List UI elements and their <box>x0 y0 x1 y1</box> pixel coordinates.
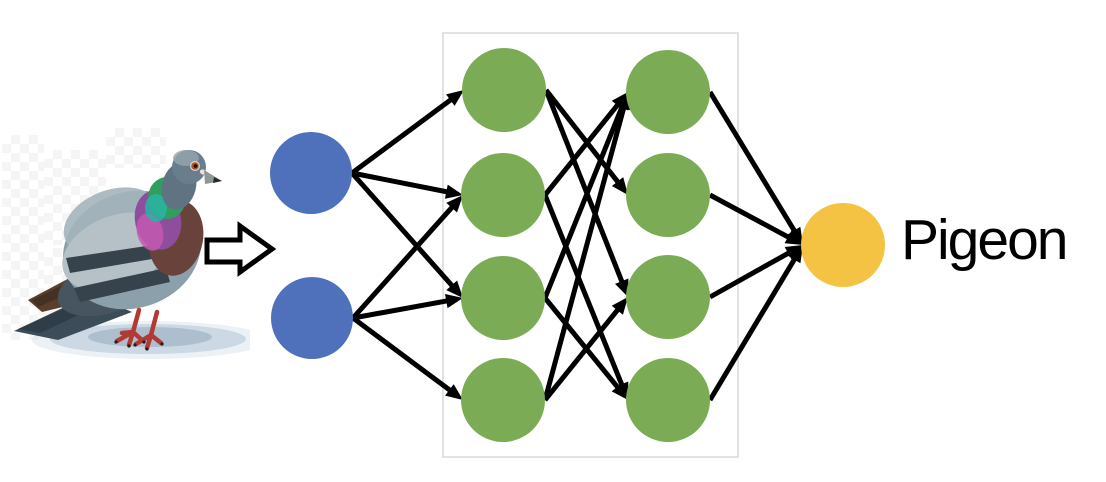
edge-arrowhead-h1_3-h2_4 <box>611 382 628 400</box>
edge-line-in2-h1_4 <box>351 315 456 396</box>
node-h1_2 <box>461 153 545 237</box>
edge-line-in2-h1_3 <box>352 297 453 321</box>
edge-arrowhead-in1-h1_3 <box>446 280 463 298</box>
node-in2 <box>271 277 353 359</box>
edge-line-h1_1-h2_3 <box>543 89 627 288</box>
pigeon-head <box>161 150 206 210</box>
node-h2_1 <box>626 50 710 134</box>
node-h2_3 <box>626 255 710 339</box>
edge-arrowhead-in2-h1_3 <box>444 293 463 309</box>
edge-line-in2-h1_2 <box>351 201 458 320</box>
edge-arrowhead-in1-h1_1 <box>446 90 464 106</box>
node-h2_4 <box>626 358 710 442</box>
pigeon-illustration <box>14 150 250 359</box>
edge-line-in1-h1_2 <box>351 170 453 196</box>
edge-line-h1_4-h2_1 <box>542 101 628 401</box>
edge-arrowhead-h1_1-h2_2 <box>611 177 628 195</box>
edge-line-h2_3-out <box>708 248 795 300</box>
output-class-label: Pigeon <box>901 208 1068 272</box>
edge-arrowhead-h2_4-out <box>788 245 803 264</box>
pigeon-eye <box>190 161 200 171</box>
node-h1_1 <box>462 48 546 132</box>
input-flow-arrow-icon <box>204 221 277 277</box>
pigeon-beak <box>199 169 222 184</box>
node-h2_2 <box>626 153 710 237</box>
edge-arrowhead-h1_4-h2_3 <box>611 297 628 315</box>
edge-arrowhead-in2-h1_2 <box>446 195 463 213</box>
pigeon-claws <box>114 340 164 351</box>
edge-line-h1_3-h2_4 <box>543 296 623 394</box>
transparency-checker <box>106 128 166 168</box>
edge-arrowhead-h2_2-out <box>784 230 803 245</box>
edge-line-in1-h1_3 <box>350 171 458 292</box>
edge-arrowhead-h1_1-h2_3 <box>615 278 629 297</box>
pigeon-image <box>0 105 250 385</box>
edge-line-h1_2-h2_1 <box>543 98 624 197</box>
node-h1_4 <box>461 358 545 442</box>
edge-line-h1_4-h2_3 <box>543 303 624 402</box>
node-out <box>801 203 885 287</box>
edge-line-h1_3-h2_1 <box>542 101 627 299</box>
node-h1_3 <box>461 256 545 340</box>
edge-arrowhead-in1-h1_2 <box>444 184 463 199</box>
edge-line-h2_2-out <box>708 192 795 242</box>
edge-line-in1-h1_1 <box>350 94 457 176</box>
edge-line-h2_1-out <box>707 90 800 237</box>
node-in1 <box>270 132 352 214</box>
edge-arrowhead-in2-h1_4 <box>445 384 463 400</box>
edge-line-h2_4-out <box>707 253 800 402</box>
pigeon-feet <box>114 307 164 351</box>
edge-line-h1_2-h2_4 <box>542 194 627 391</box>
